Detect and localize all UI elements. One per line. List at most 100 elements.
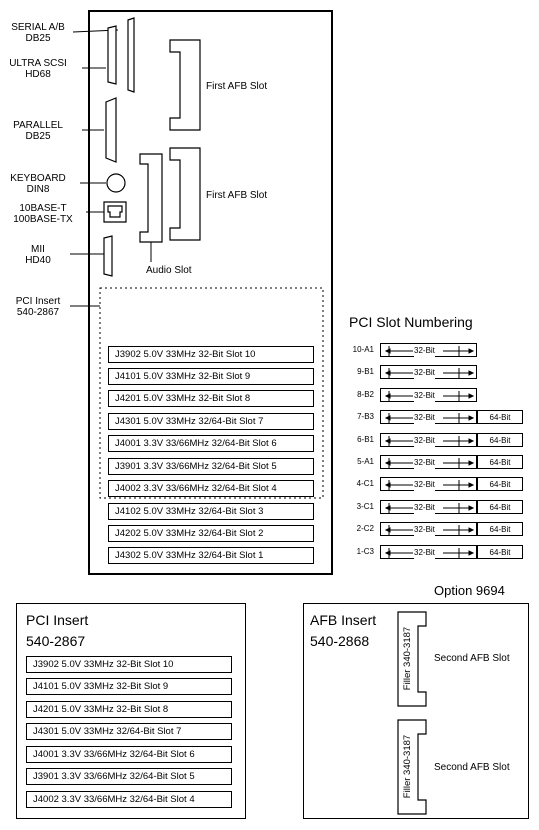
chassis-slot-1: J4302 5.0V 33MHz 32/64-Bit Slot 1 bbox=[108, 547, 314, 564]
mii-connector-icon bbox=[103, 235, 113, 277]
chassis-slot-4: J4002 3.3V 33/66MHz 32/64-Bit Slot 4 bbox=[108, 480, 314, 497]
audio-slot-label: Audio Slot bbox=[146, 265, 192, 276]
mii-label-line2: HD40 bbox=[25, 255, 51, 266]
bus-32bit-label: 32-Bit bbox=[414, 389, 435, 402]
parallel-label: PARALLEL DB25 bbox=[2, 120, 74, 142]
chassis-slot-10: J3902 5.0V 33MHz 32-Bit Slot 10 bbox=[108, 346, 314, 363]
pci-insert-part-number: 540-2867 bbox=[26, 633, 86, 649]
pci-slot-id: 2-C2 bbox=[356, 524, 374, 533]
bus-64bit-box: 64-Bit bbox=[477, 545, 523, 559]
pci-insert-label-line1: PCI Insert bbox=[15, 296, 61, 307]
ethernet-label: 10BASE-T 100BASE-TX bbox=[0, 203, 86, 225]
mii-label-line1: MII bbox=[31, 244, 45, 255]
bus-32bit-label: 32-Bit bbox=[414, 478, 435, 491]
bus-64bit-box: 64-Bit bbox=[477, 522, 523, 536]
bus-32bit-label: 32-Bit bbox=[414, 501, 435, 514]
insert-slot-10: J3902 5.0V 33MHz 32-Bit Slot 10 bbox=[26, 656, 232, 673]
bus-32bit-box: 32-Bit bbox=[380, 343, 477, 357]
parallel-label-line2: DB25 bbox=[25, 131, 51, 142]
serial-b-connector-icon bbox=[107, 25, 117, 85]
pci-slot-id: 9-B1 bbox=[357, 367, 374, 376]
pci-slot-id: 7-B3 bbox=[357, 412, 374, 421]
chassis-slot-5: J3901 3.3V 33/66MHz 32/64-Bit Slot 5 bbox=[108, 458, 314, 475]
chassis-slot-9: J4101 5.0V 33MHz 32-Bit Slot 9 bbox=[108, 368, 314, 385]
bus-32bit-label: 32-Bit bbox=[414, 456, 435, 469]
bus-32bit-label: 32-Bit bbox=[414, 411, 435, 424]
bus-64bit-box: 64-Bit bbox=[477, 477, 523, 491]
bus-32bit-label: 32-Bit bbox=[414, 434, 435, 447]
pci-slot-id: 8-B2 bbox=[357, 390, 374, 399]
filler-2-label: Filler 340-3187 bbox=[402, 734, 414, 799]
bus-32bit-box: 32-Bit bbox=[380, 500, 477, 514]
bus-64bit-box: 64-Bit bbox=[477, 410, 523, 424]
parallel-label-line1: PARALLEL bbox=[13, 120, 63, 131]
keyboard-din-icon bbox=[106, 173, 126, 193]
ultra-scsi-label: ULTRA SCSI HD68 bbox=[2, 58, 74, 80]
insert-slot-6: J4001 3.3V 33/66MHz 32/64-Bit Slot 6 bbox=[26, 746, 232, 763]
afb-slot-2-shape bbox=[169, 147, 201, 241]
insert-slot-5: J3901 3.3V 33/66MHz 32/64-Bit Slot 5 bbox=[26, 768, 232, 785]
bus-32bit-label: 32-Bit bbox=[414, 546, 435, 559]
first-afb-slot-label-2: First AFB Slot bbox=[206, 190, 268, 201]
audio-slot-shape bbox=[139, 153, 163, 243]
afb-insert-panel bbox=[303, 603, 529, 819]
second-afb-slot-label-2: Second AFB Slot bbox=[434, 762, 510, 773]
insert-slot-9: J4101 5.0V 33MHz 32-Bit Slot 9 bbox=[26, 678, 232, 695]
afb-slot-1-shape bbox=[169, 39, 201, 131]
ethernet-label-line1: 10BASE-T bbox=[19, 203, 67, 214]
chassis-slot-8: J4201 5.0V 33MHz 32-Bit Slot 8 bbox=[108, 390, 314, 407]
bus-32bit-box: 32-Bit bbox=[380, 365, 477, 379]
pci-slot-id: 3-C1 bbox=[356, 502, 374, 511]
bus-32bit-label: 32-Bit bbox=[414, 523, 435, 536]
pci-insert-panel bbox=[16, 603, 246, 819]
pci-numbering-title: PCI Slot Numbering bbox=[349, 314, 473, 330]
parallel-connector-icon bbox=[105, 97, 117, 163]
bus-32bit-box: 32-Bit bbox=[380, 545, 477, 559]
pci-slot-id: 5-A1 bbox=[357, 457, 374, 466]
option-label: Option 9694 bbox=[434, 583, 505, 598]
keyboard-label-line2: DIN8 bbox=[26, 184, 50, 195]
pci-insert-region bbox=[99, 287, 324, 499]
first-afb-slot-label-1: First AFB Slot bbox=[206, 81, 268, 92]
bus-64bit-box: 64-Bit bbox=[477, 433, 523, 447]
bus-32bit-box: 32-Bit bbox=[380, 522, 477, 536]
keyboard-label-line1: KEYBOARD bbox=[10, 173, 66, 184]
ethernet-label-line2: 100BASE-TX bbox=[13, 214, 73, 225]
afb-insert-title: AFB Insert bbox=[310, 612, 377, 628]
serial-a-connector-icon bbox=[127, 17, 135, 93]
bus-32bit-label: 32-Bit bbox=[414, 366, 435, 379]
pci-slot-id: 6-B1 bbox=[357, 435, 374, 444]
pci-slot-id: 10-A1 bbox=[352, 345, 374, 354]
serial-ab-label: SERIAL A/B DB25 bbox=[2, 22, 74, 44]
pci-insert-title: PCI Insert bbox=[26, 612, 89, 628]
chassis-outline bbox=[88, 10, 333, 575]
bus-32bit-box: 32-Bit bbox=[380, 477, 477, 491]
scsi-label-line1: ULTRA SCSI bbox=[9, 58, 67, 69]
chassis-slot-2: J4202 5.0V 33MHz 32/64-Bit Slot 2 bbox=[108, 525, 314, 542]
bus-64bit-box: 64-Bit bbox=[477, 455, 523, 469]
bus-32bit-box: 32-Bit bbox=[380, 433, 477, 447]
bus-32bit-box: 32-Bit bbox=[380, 455, 477, 469]
pci-slot-id: 1-C3 bbox=[356, 547, 374, 556]
keyboard-label: KEYBOARD DIN8 bbox=[2, 173, 74, 195]
pci-insert-pointer-label: PCI Insert 540-2867 bbox=[2, 296, 74, 318]
bus-32bit-label: 32-Bit bbox=[414, 344, 435, 357]
pci-insert-label-line2: 540-2867 bbox=[16, 307, 60, 318]
chassis-slot-7: J4301 5.0V 33MHz 32/64-Bit Slot 7 bbox=[108, 413, 314, 430]
chassis-slot-3: J4102 5.0V 33MHz 32/64-Bit Slot 3 bbox=[108, 503, 314, 520]
bus-32bit-box: 32-Bit bbox=[380, 388, 477, 402]
filler-1-label: Filler 340-3187 bbox=[402, 626, 414, 691]
second-afb-slot-label-1: Second AFB Slot bbox=[434, 653, 510, 664]
serial-label-line1: SERIAL A/B bbox=[11, 22, 65, 33]
afb-insert-part-number: 540-2868 bbox=[310, 633, 370, 649]
pci-slot-id: 4-C1 bbox=[356, 479, 374, 488]
insert-slot-4: J4002 3.3V 33/66MHz 32/64-Bit Slot 4 bbox=[26, 791, 232, 808]
scsi-label-line2: HD68 bbox=[25, 69, 51, 80]
bus-32bit-box: 32-Bit bbox=[380, 410, 477, 424]
serial-label-line2: DB25 bbox=[25, 33, 51, 44]
insert-slot-7: J4301 5.0V 33MHz 32/64-Bit Slot 7 bbox=[26, 723, 232, 740]
insert-slot-8: J4201 5.0V 33MHz 32-Bit Slot 8 bbox=[26, 701, 232, 718]
mii-label: MII HD40 bbox=[2, 244, 74, 266]
chassis-slot-6: J4001 3.3V 33/66MHz 32/64-Bit Slot 6 bbox=[108, 435, 314, 452]
